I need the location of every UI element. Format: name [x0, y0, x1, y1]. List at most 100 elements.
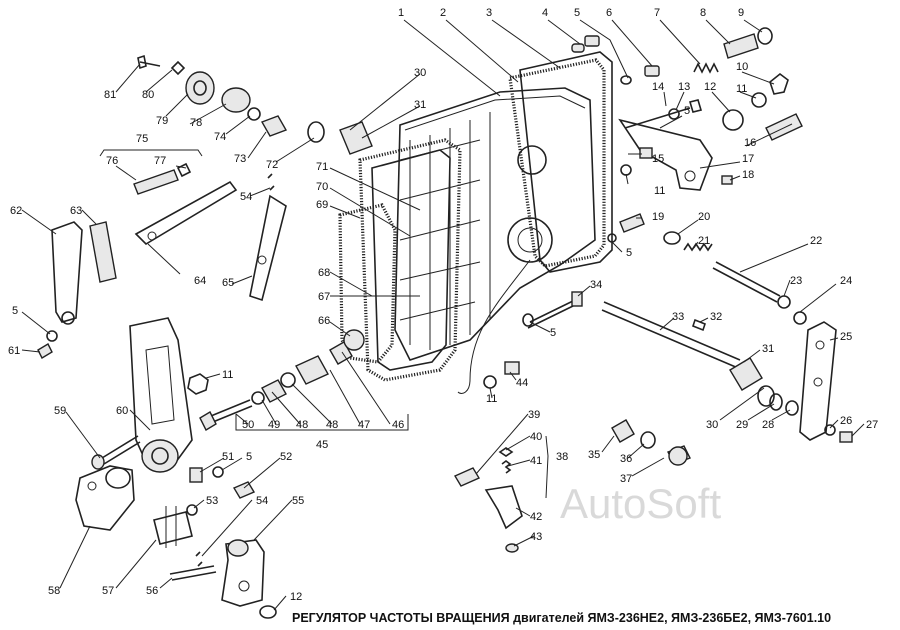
label-7: 7 [654, 7, 660, 19]
label-3: 3 [486, 7, 492, 19]
label-24: 24 [840, 275, 852, 287]
regulator-housing [338, 51, 613, 394]
label-34: 34 [590, 279, 602, 291]
label-43: 43 [530, 531, 542, 543]
label-61: 61 [8, 345, 20, 357]
label-45: 45 [316, 439, 328, 451]
label-5: 5 [12, 305, 18, 317]
label-15: 15 [652, 153, 664, 165]
label-75: 75 [136, 133, 148, 145]
label-12: 12 [704, 81, 716, 93]
label-68: 68 [318, 267, 330, 279]
label-26: 26 [840, 415, 852, 427]
label-5: 5 [246, 451, 252, 463]
left-lever-group [37, 221, 209, 531]
label-36: 36 [620, 453, 632, 465]
label-5: 5 [550, 327, 556, 339]
label-66: 66 [318, 315, 330, 327]
label-38: 38 [556, 451, 568, 463]
label-2: 2 [440, 7, 446, 19]
part-number-labels: 1 2 3 4 5 6 7 8 9 10 11 12 13 14 5 16 17… [8, 7, 878, 603]
label-78: 78 [190, 117, 202, 129]
top-fasteners [571, 27, 803, 243]
label-33: 33 [672, 311, 684, 323]
label-57: 57 [102, 585, 114, 597]
label-13: 13 [678, 81, 690, 93]
label-40: 40 [530, 431, 542, 443]
label-31: 31 [414, 99, 426, 111]
label-48: 48 [296, 419, 308, 431]
label-46: 46 [392, 419, 404, 431]
label-23: 23 [790, 275, 802, 287]
label-44: 44 [516, 377, 528, 389]
label-8: 8 [700, 7, 706, 19]
label-58: 58 [48, 585, 60, 597]
label-73: 73 [234, 153, 246, 165]
label-12: 12 [290, 591, 302, 603]
label-65: 65 [222, 277, 234, 289]
label-18: 18 [742, 169, 754, 181]
label-21: 21 [698, 235, 710, 247]
label-25: 25 [840, 331, 852, 343]
label-35: 35 [588, 449, 600, 461]
label-5: 5 [684, 105, 690, 117]
label-49: 49 [268, 419, 280, 431]
diagram-caption: РЕГУЛЯТОР ЧАСТОТЫ ВРАЩЕНИЯ двигателей ЯМ… [292, 611, 831, 625]
label-80: 80 [142, 89, 154, 101]
label-77: 77 [154, 155, 166, 167]
label-69: 69 [316, 199, 328, 211]
right-shaft-group [601, 231, 853, 466]
label-71: 71 [316, 161, 328, 173]
label-28: 28 [762, 419, 774, 431]
label-11: 11 [736, 83, 747, 95]
label-32: 32 [710, 311, 722, 323]
label-11: 11 [222, 369, 233, 381]
label-42: 42 [530, 511, 542, 523]
watermark: AutoSoft [560, 480, 721, 527]
label-29: 29 [736, 419, 748, 431]
label-67: 67 [318, 291, 330, 303]
label-59: 59 [54, 405, 66, 417]
label-70: 70 [316, 181, 328, 193]
label-55: 55 [292, 495, 304, 507]
label-56: 56 [146, 585, 158, 597]
label-20: 20 [698, 211, 710, 223]
label-17: 17 [742, 153, 754, 165]
label-60: 60 [116, 405, 128, 417]
leader-lines [21, 19, 865, 611]
label-37: 37 [620, 473, 632, 485]
label-6: 6 [606, 7, 612, 19]
label-52: 52 [280, 451, 292, 463]
label-30: 30 [414, 67, 426, 79]
spring-assembly-45 [199, 329, 409, 431]
label-10: 10 [736, 61, 748, 73]
label-31: 31 [762, 343, 774, 355]
label-76: 76 [106, 155, 118, 167]
label-51: 51 [222, 451, 234, 463]
label-1: 1 [398, 7, 404, 19]
label-54: 54 [256, 495, 268, 507]
label-48: 48 [326, 419, 338, 431]
left-upper-parts [99, 54, 373, 302]
label-9: 9 [738, 7, 744, 19]
lower-small-parts [153, 466, 277, 619]
label-81: 81 [104, 89, 116, 101]
label-5: 5 [626, 247, 632, 259]
label-54: 54 [240, 191, 252, 203]
label-64: 64 [194, 275, 206, 287]
label-50: 50 [242, 419, 254, 431]
label-14: 14 [652, 81, 664, 93]
label-62: 62 [10, 205, 22, 217]
label-11: 11 [654, 185, 665, 197]
label-27: 27 [866, 419, 878, 431]
label-39: 39 [528, 409, 540, 421]
label-72: 72 [266, 159, 278, 171]
label-11: 11 [486, 393, 497, 405]
label-63: 63 [70, 205, 82, 217]
label-16: 16 [744, 137, 756, 149]
label-22: 22 [810, 235, 822, 247]
label-74: 74 [214, 131, 226, 143]
label-19: 19 [652, 211, 664, 223]
